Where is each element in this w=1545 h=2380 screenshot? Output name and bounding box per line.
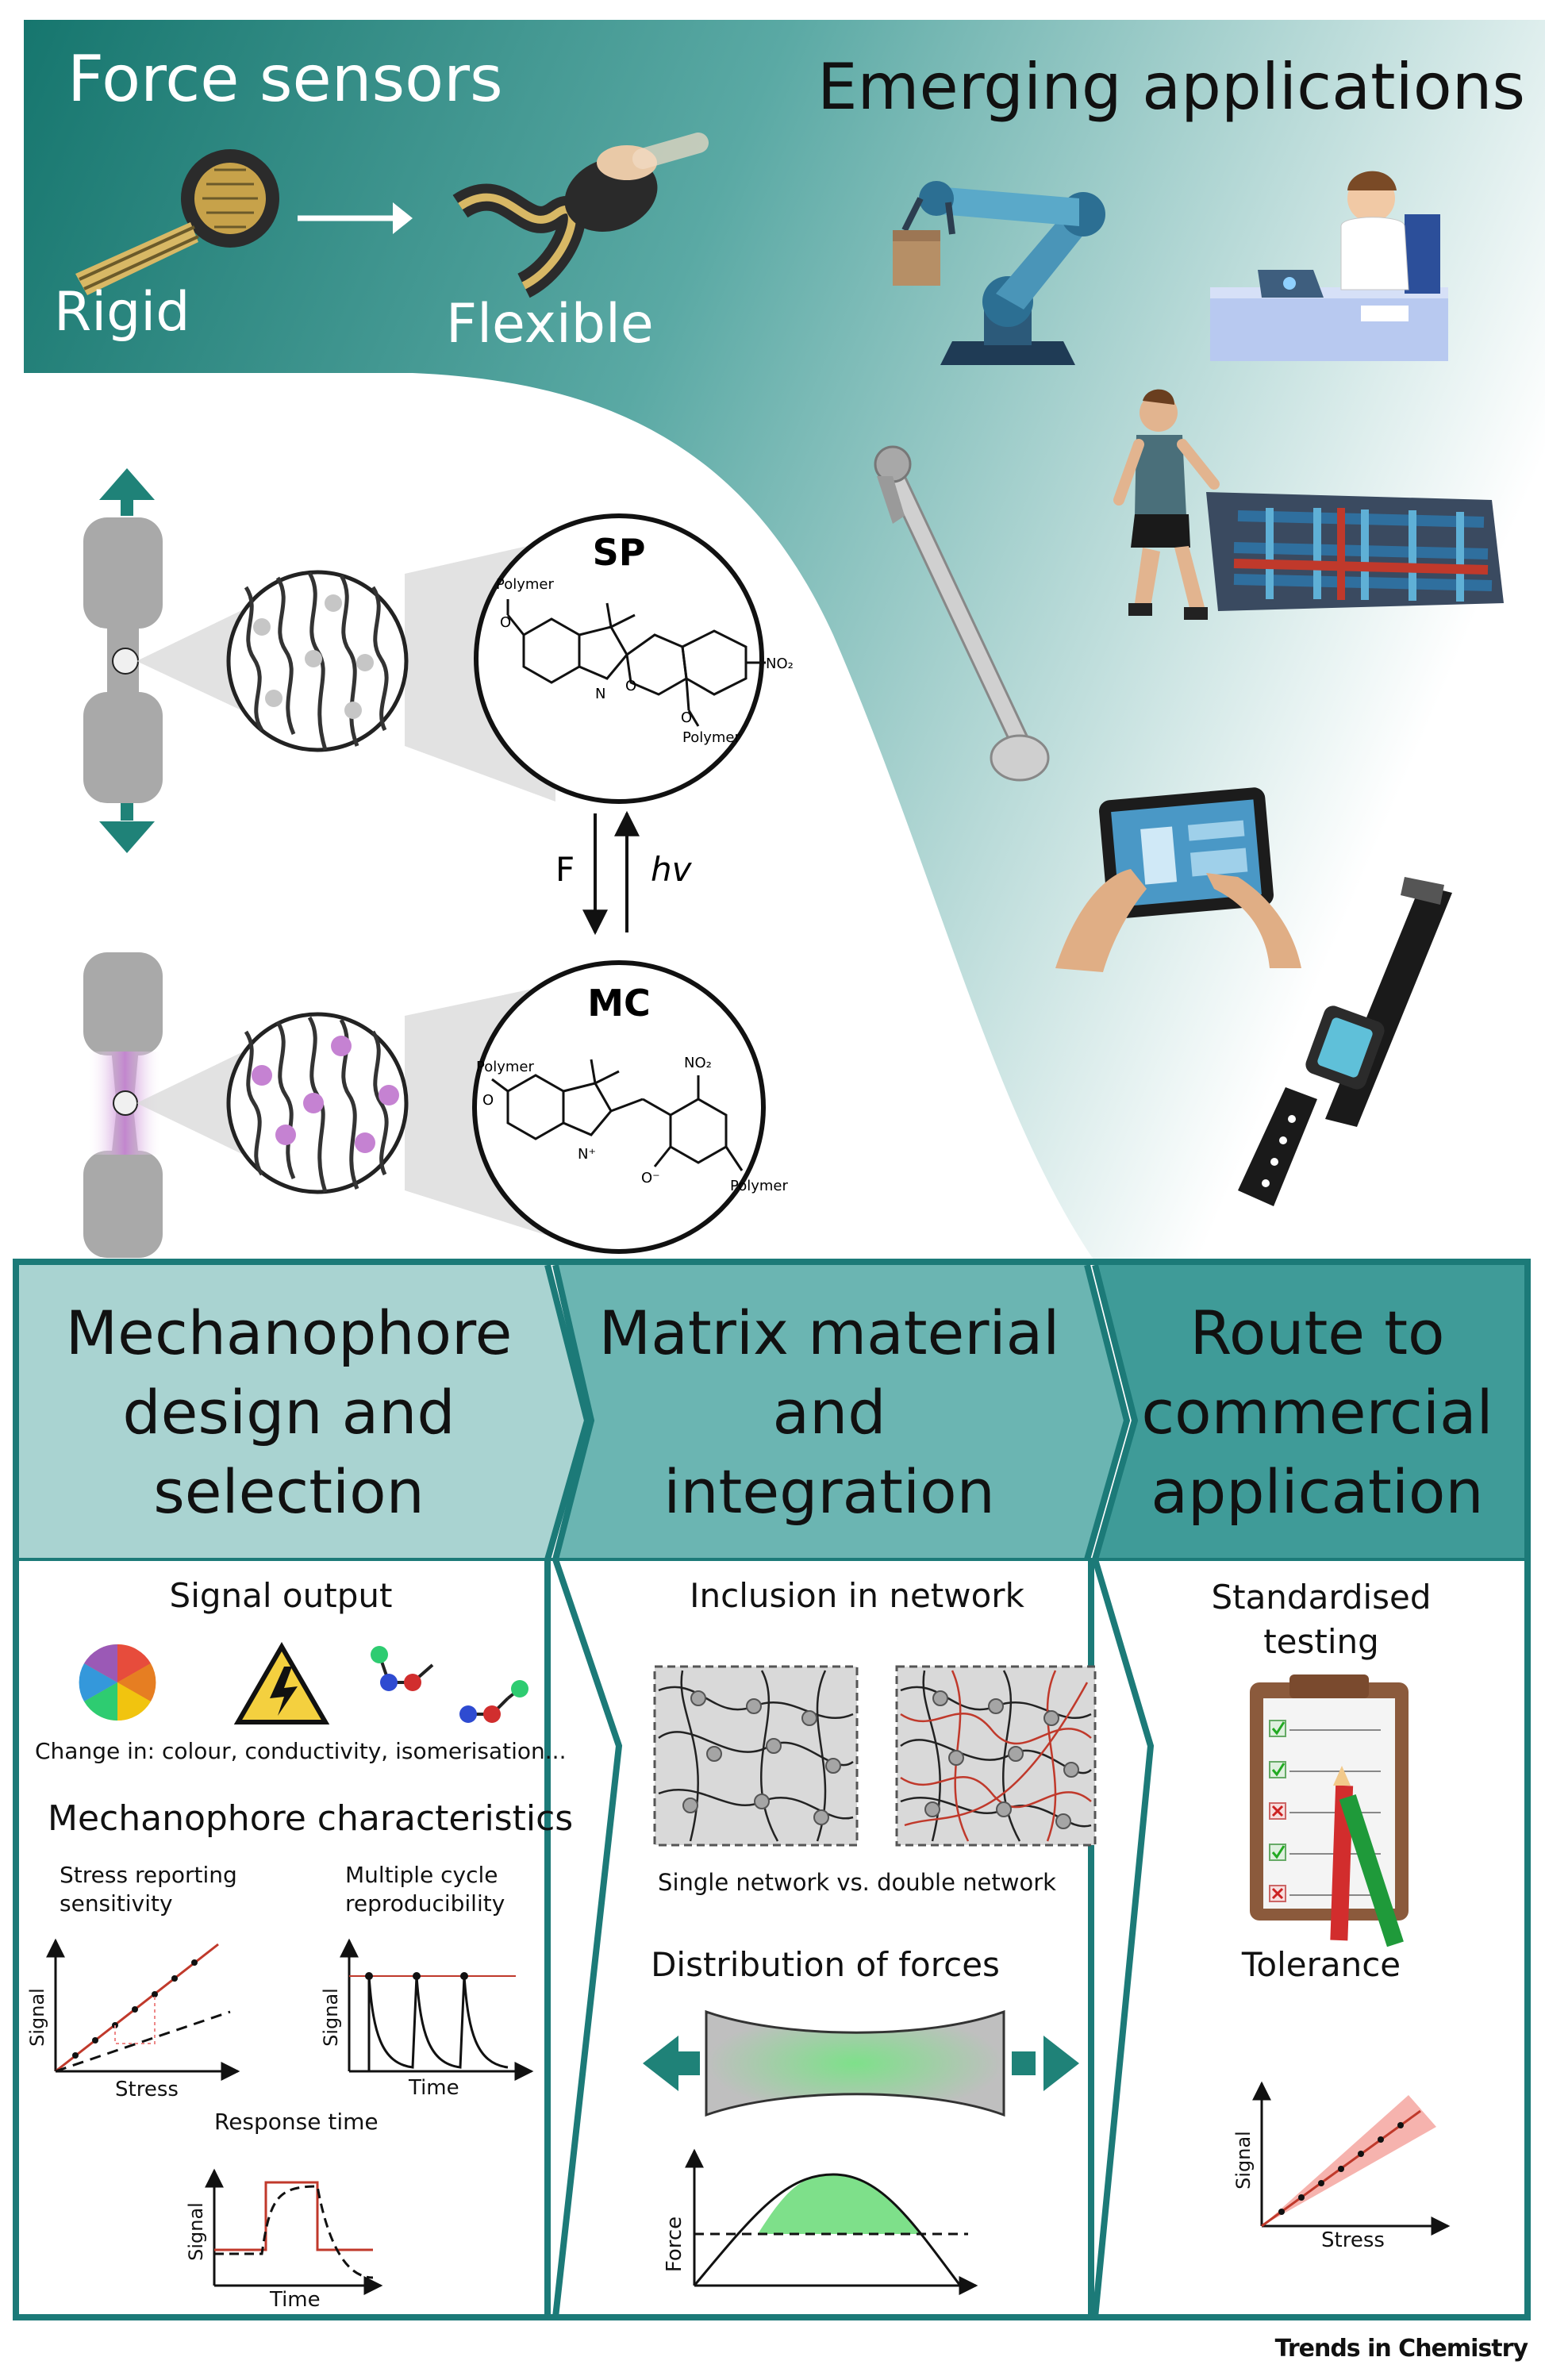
panel-1-title: Mechanophore design and selection	[19, 1294, 559, 1532]
multiple-cycle-line-2: reproducibility	[345, 1890, 505, 1917]
mc-molecule: MC Polymer O N⁺ NO₂ O⁻ Polymer	[472, 960, 788, 1254]
stress-sensitivity-line-1: Stress reporting	[60, 1862, 237, 1888]
tolerance-plot	[1252, 2081, 1451, 2236]
sp-o-label-2: O	[625, 678, 636, 694]
rigid-sensor-icon	[75, 149, 279, 295]
mc-o-minus-label: O⁻	[641, 1170, 660, 1186]
signal-output-heading: Signal output	[169, 1576, 393, 1615]
panel-3-title-line-2: commercial	[1141, 1377, 1493, 1448]
mc-n-plus-label: N⁺	[578, 1146, 596, 1163]
mc-polymer-label-1: Polymer	[476, 1059, 534, 1075]
response-time-heading: Response time	[214, 2109, 379, 2135]
force-sensors-title: Force sensors	[67, 42, 503, 116]
sp-o-label-1: O	[500, 614, 511, 631]
inclusion-heading: Inclusion in network	[690, 1576, 1024, 1615]
flexible-label: Flexible	[446, 293, 654, 356]
stress-sensitivity-heading: Stress reporting sensitivity	[60, 1861, 237, 1918]
flexible-sensor-icon	[452, 133, 709, 298]
axis-signal-label-2: Signal	[319, 1988, 342, 2047]
force-label: F	[555, 850, 575, 889]
emerging-applications-title: Emerging applications	[817, 50, 1526, 124]
change-caption: Change in: colour, conductivity, isomeri…	[35, 1738, 567, 1764]
isomer-molecule-icon-1	[371, 1646, 434, 1691]
sp-no2-label: NO₂	[766, 656, 794, 672]
sp-polymer-label-2: Polymer	[682, 729, 740, 746]
smart-textile-icon	[1206, 492, 1504, 611]
smartwatch-icon	[1238, 877, 1452, 1206]
dogbone-sample-stretched	[83, 952, 163, 1258]
standardised-line-2: testing	[1263, 1622, 1379, 1661]
top-background	[24, 20, 1545, 1262]
panel-3-title: Route to commercial application	[1111, 1294, 1524, 1532]
axis-time-label-1: Time	[409, 2076, 459, 2100]
standardised-testing-heading: Standardised testing	[1127, 1575, 1516, 1664]
sp-molecule: SP Polymer O N O NO₂ O Polymer	[474, 513, 794, 804]
polymer-network-relaxed	[226, 570, 409, 752]
distribution-heading: Distribution of forces	[651, 1945, 1000, 1984]
arrow-rigid-to-flexible-icon	[298, 202, 413, 234]
axis-force-label: Force	[663, 2216, 687, 2273]
isomer-molecule-icon-2	[459, 1680, 528, 1723]
stress-sensitivity-line-2: sensitivity	[60, 1890, 173, 1917]
panel-2-title-line-2: and	[772, 1377, 886, 1448]
mc-o-label-1: O	[482, 1092, 494, 1109]
standardised-line-1: Standardised	[1211, 1578, 1432, 1617]
panel-3-title-line-1: Route to	[1189, 1298, 1445, 1368]
rigid-label: Rigid	[54, 281, 190, 344]
mc-no2-label: NO₂	[684, 1055, 712, 1071]
axis-stress-label-2: Stress	[1321, 2228, 1385, 2252]
response-time-plot	[205, 2168, 383, 2295]
sp-o-label-3: O	[681, 709, 692, 726]
multiple-cycle-heading: Multiple cycle reproducibility	[345, 1861, 505, 1918]
trends-in-chemistry-logo: Trends in Chemistry	[1274, 2335, 1528, 2363]
sp-polymer-label-1: Polymer	[496, 576, 554, 593]
colour-wheel-icon	[79, 1644, 156, 1721]
interconversion-arrows: F hv	[555, 810, 693, 936]
panel-2-title: Matrix material and integration	[559, 1294, 1099, 1532]
clipboard-checklist-icon	[1250, 1674, 1409, 1947]
electric-hazard-icon	[233, 1642, 330, 1724]
axis-signal-label-1: Signal	[25, 1988, 48, 2047]
runner-icon	[1113, 389, 1220, 620]
panel-1-title-line-2: design and	[122, 1377, 455, 1448]
panel-3-title-line-3: application	[1151, 1456, 1484, 1527]
single-network-diagram	[653, 1665, 859, 1847]
mc-label: MC	[587, 982, 651, 1025]
force-distribution-plot	[685, 2148, 978, 2295]
double-network-diagram	[895, 1665, 1097, 1847]
mc-polymer-label-2: Polymer	[730, 1178, 788, 1194]
light-label: hv	[651, 850, 693, 889]
multiple-cycle-plot	[340, 1938, 534, 2081]
panel-2-title-line-3: integration	[663, 1456, 995, 1527]
dogbone-sample-relaxed	[83, 468, 163, 853]
polymer-network-stretched	[226, 1012, 409, 1194]
panel-3-content	[1250, 1674, 1451, 2236]
characteristics-heading: Mechanophore characteristics	[48, 1798, 574, 1839]
stress-sensitivity-plot	[46, 1938, 240, 2081]
robot-arm-icon	[893, 181, 1105, 365]
network-caption: Single network vs. double network	[658, 1869, 1056, 1896]
panel-1-title-line-3: selection	[153, 1456, 425, 1527]
axis-time-label-2: Time	[270, 2288, 321, 2312]
doctor-icon	[1210, 171, 1448, 361]
sp-label: SP	[593, 531, 646, 574]
multiple-cycle-line-1: Multiple cycle	[345, 1862, 498, 1888]
sp-n-label: N	[595, 686, 605, 702]
tablet-icon	[1055, 787, 1301, 972]
panel-2-title-line-1: Matrix material	[598, 1298, 1060, 1368]
axis-signal-label-3: Signal	[184, 2202, 207, 2261]
hip-implant-icon	[874, 445, 1050, 782]
force-distribution-sample	[643, 2009, 1079, 2117]
panel-1-title-line-1: Mechanophore	[65, 1298, 513, 1368]
panel-1-content	[46, 1642, 534, 2295]
axis-signal-label-4: Signal	[1232, 2131, 1255, 2190]
axis-stress-label-1: Stress	[115, 2078, 179, 2101]
tolerance-heading: Tolerance	[1241, 1945, 1401, 1984]
panel-2-content	[643, 1665, 1097, 2295]
